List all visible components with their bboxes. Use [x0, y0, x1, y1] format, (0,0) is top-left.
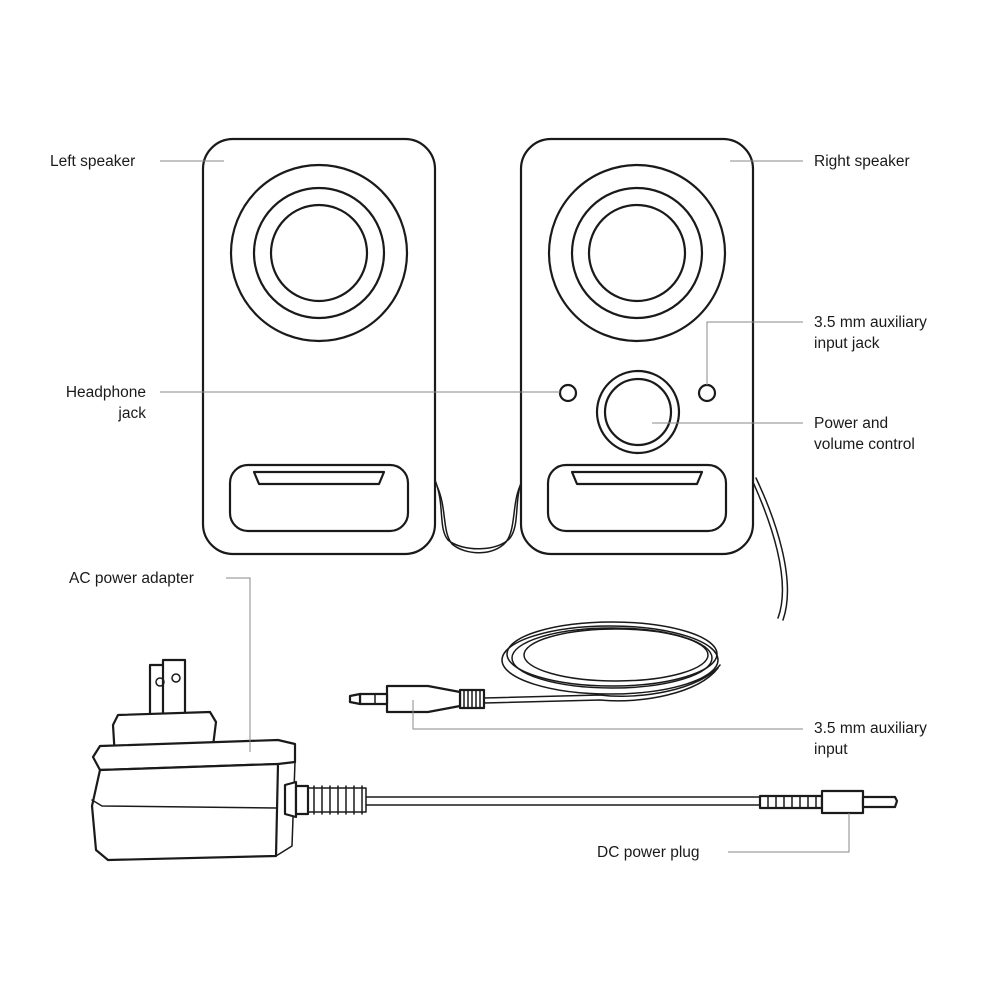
ac-power-adapter — [90, 658, 297, 862]
leader-aux-jack — [706, 321, 803, 385]
label-headphone-jack-line1: Headphone — [65, 384, 146, 401]
label-aux-input: 3.5 mm auxiliary input — [814, 718, 927, 760]
label-right-speaker: Right speaker — [814, 153, 910, 170]
headphone-jack — [558, 383, 578, 403]
leader-lines — [160, 160, 850, 853]
label-aux-input-jack-line1: 3.5 mm auxiliary — [814, 314, 927, 331]
label-headphone-jack: Headphone jack — [40, 382, 146, 424]
leader-dc-plug — [728, 813, 850, 853]
dc-power-cable — [283, 780, 761, 819]
label-power-volume: Power and volume control — [814, 413, 915, 455]
label-power-volume-line1: Power and — [814, 415, 889, 432]
label-left-speaker: Left speaker — [50, 153, 136, 170]
label-power-volume-line2: volume control — [814, 436, 915, 453]
label-headphone-jack-line2: jack — [118, 405, 146, 422]
dc-power-plug — [758, 789, 899, 815]
label-aux-input-jack-line2: input jack — [814, 335, 880, 352]
speaker-link-cable — [434, 479, 523, 554]
left-speaker — [201, 137, 437, 556]
leader-ac-adapter — [226, 577, 251, 752]
leader-aux-input — [412, 700, 803, 730]
label-ac-adapter: AC power adapter — [69, 570, 194, 587]
aux-input-jack — [697, 383, 717, 403]
label-aux-input-line1: 3.5 mm auxiliary — [814, 720, 927, 737]
right-speaker — [519, 137, 755, 556]
label-aux-input-line2: input — [814, 741, 848, 758]
aux-input-cable — [483, 477, 789, 704]
label-aux-input-jack: 3.5 mm auxiliary input jack — [814, 312, 927, 354]
aux-input-plug — [348, 684, 486, 714]
label-dc-plug: DC power plug — [597, 844, 700, 861]
